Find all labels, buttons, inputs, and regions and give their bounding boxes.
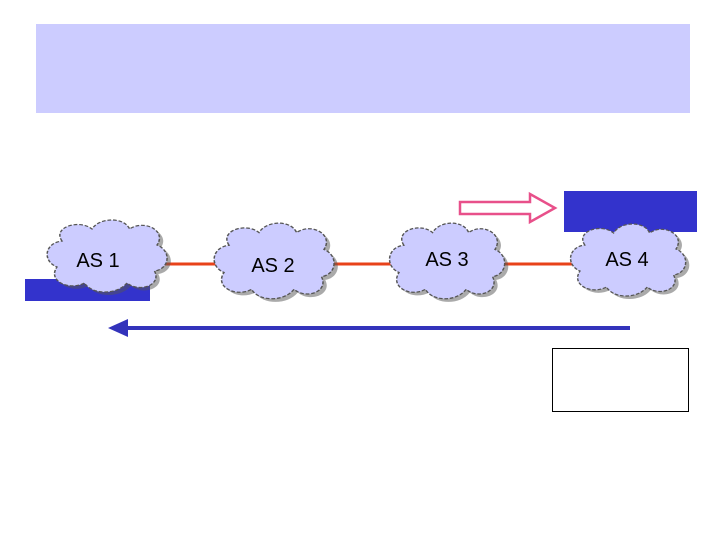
node-label-as3: AS 3 bbox=[425, 249, 468, 271]
node-label-as2: AS 2 bbox=[251, 255, 294, 277]
node-label-as1: AS 1 bbox=[76, 250, 119, 272]
title-banner bbox=[36, 24, 690, 113]
traffic-arrow-head bbox=[108, 319, 128, 337]
note-box bbox=[552, 348, 689, 412]
announcement-arrow bbox=[458, 191, 558, 225]
node-label-as4: AS 4 bbox=[605, 249, 648, 271]
